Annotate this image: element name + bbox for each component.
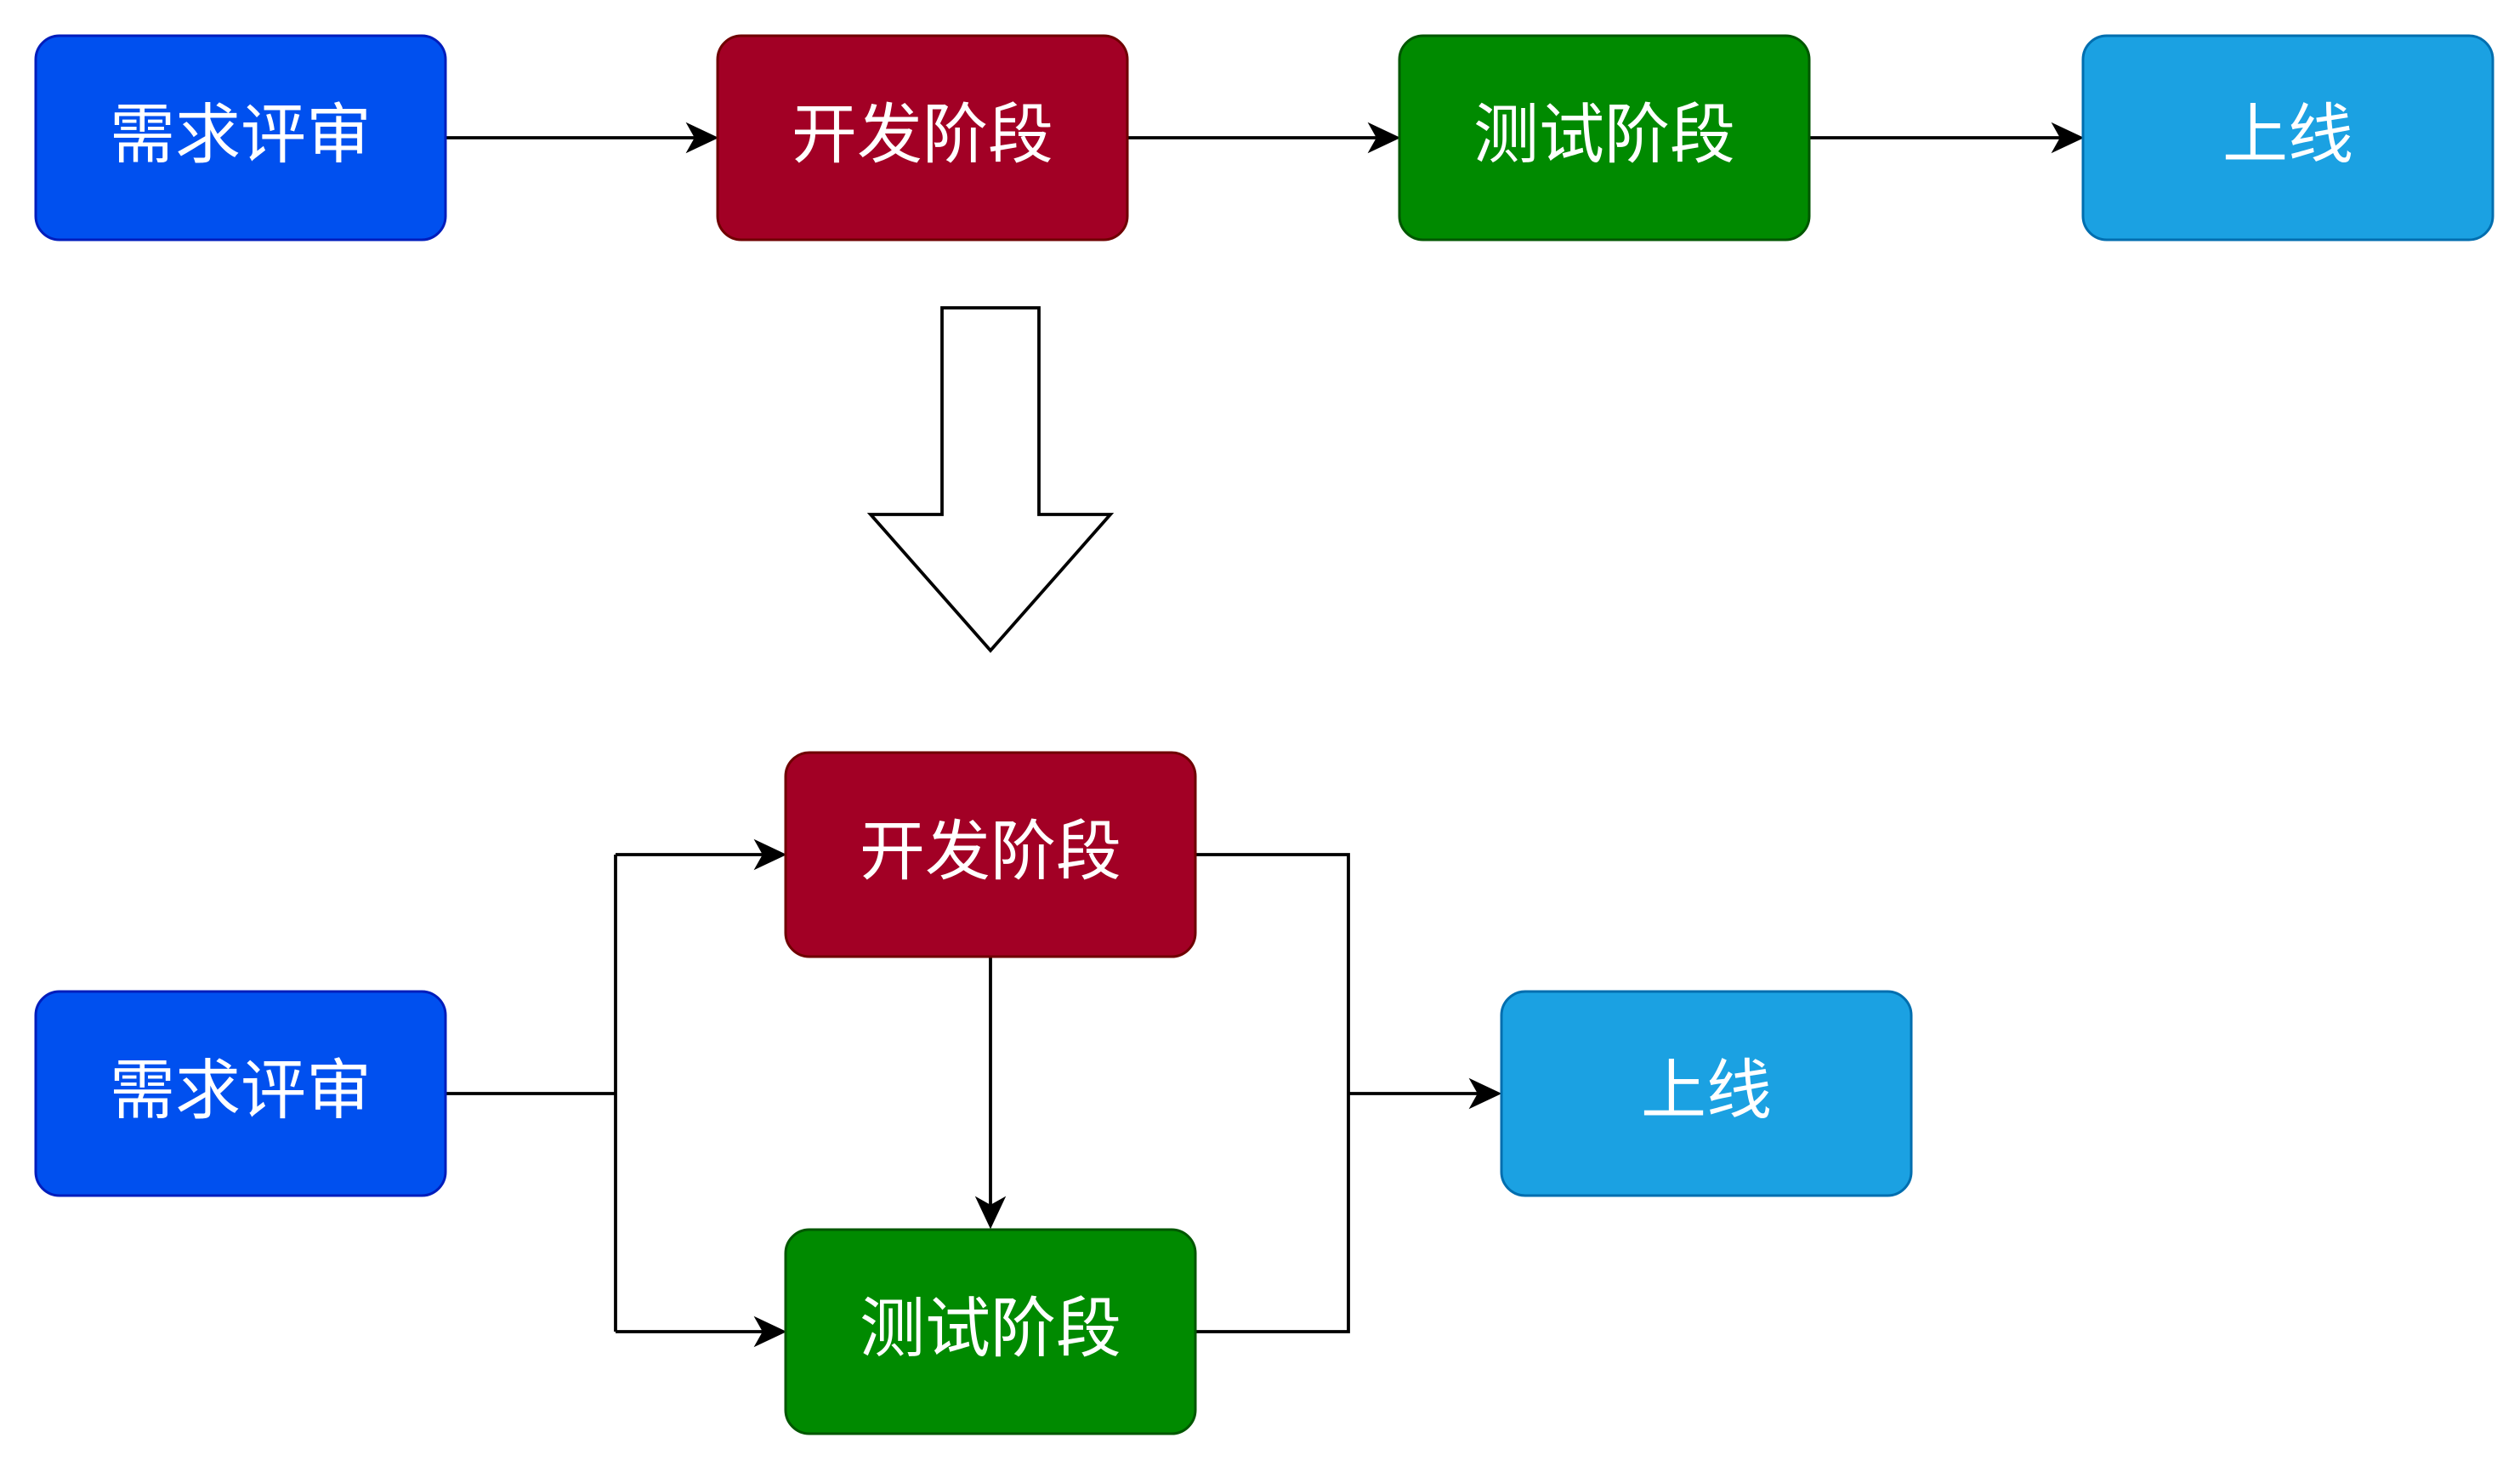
parallel-edge-split-dev [616, 838, 787, 871]
serial-node-test-box [1398, 34, 1811, 241]
parallel-edge-review-split [446, 855, 617, 1332]
parallel-node-review-label: 需求评审 [110, 1054, 372, 1129]
serial-node-review-label: 需求评审 [110, 98, 372, 173]
serial-node-test[interactable]: 测试阶段 [1398, 34, 1811, 241]
parallel-edge-join [1195, 853, 1350, 1333]
serial-node-release-label: 上线 [2222, 98, 2353, 173]
serial-edge-review-dev [446, 122, 719, 154]
serial-node-test-label: 测试阶段 [1473, 98, 1735, 173]
serial-node-dev[interactable]: 开发阶段 [716, 34, 1129, 241]
parallel-flow: 需求评审 开发阶段 测试阶段 上线 [34, 751, 1913, 1435]
serial-node-dev-label: 开发阶段 [792, 98, 1053, 173]
serial-node-dev-box [716, 34, 1129, 241]
serial-node-review[interactable]: 需求评审 [34, 34, 447, 241]
parallel-node-dev[interactable]: 开发阶段 [784, 751, 1197, 958]
parallel-node-dev-label: 开发阶段 [860, 815, 1121, 890]
parallel-node-test-label: 测试阶段 [860, 1292, 1121, 1367]
parallel-node-review[interactable]: 需求评审 [34, 990, 447, 1197]
block-down-arrow-icon [866, 306, 1115, 653]
serial-edge-dev-test [1127, 122, 1401, 154]
parallel-node-test-box [784, 1228, 1197, 1435]
serial-edge-test-release [1809, 122, 2085, 154]
parallel-node-dev-box [784, 751, 1197, 958]
serial-node-review-box [34, 34, 447, 241]
serial-node-release-box [2081, 34, 2494, 241]
parallel-edge-dev-test [974, 957, 1007, 1230]
parallel-node-release-box [1500, 990, 1913, 1197]
parallel-node-release[interactable]: 上线 [1500, 990, 1913, 1197]
parallel-node-test[interactable]: 测试阶段 [784, 1228, 1197, 1435]
parallel-node-release-label: 上线 [1641, 1054, 1772, 1129]
parallel-edge-join-release [1348, 1077, 1502, 1110]
parallel-edge-split-test [616, 1315, 787, 1348]
serial-flow: 需求评审 开发阶段 测试阶段 上线 [34, 34, 2494, 241]
parallel-node-review-box [34, 990, 447, 1197]
serial-node-release[interactable]: 上线 [2081, 34, 2494, 241]
